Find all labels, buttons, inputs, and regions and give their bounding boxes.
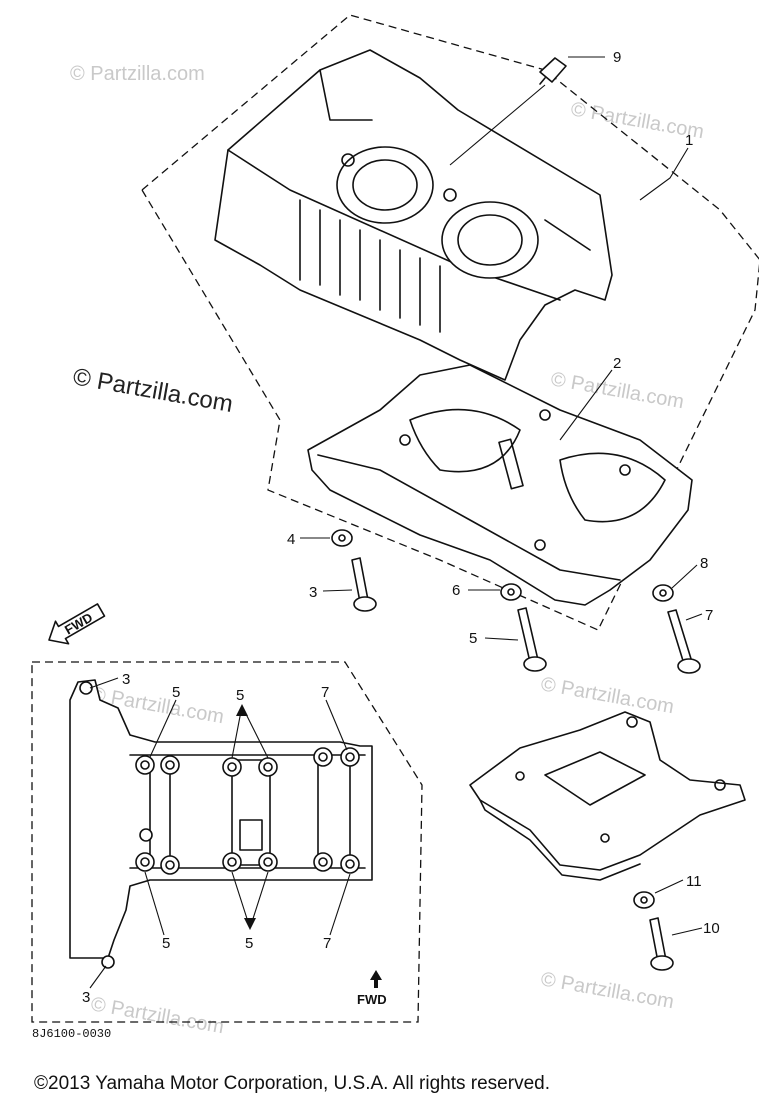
bolt-7: [667, 609, 701, 674]
fwd-arrow-icon: [48, 603, 106, 645]
inset-callout-5-top-left: 5: [172, 684, 180, 701]
callout-2: 2: [613, 355, 621, 372]
inset-callout-5-bot-left: 5: [162, 935, 170, 952]
bolt-10: [649, 917, 674, 971]
fwd-arrow-inset: FWD: [357, 970, 387, 1007]
callout-3: 3: [309, 584, 317, 601]
assembly-dashed-outline: [141, 14, 759, 631]
fwd-up-arrow-icon: [370, 970, 382, 988]
bolt-3: [351, 557, 377, 612]
plug-part-9: [539, 57, 567, 85]
copyright-notice: ©2013 Yamaha Motor Corporation, U.S.A. A…: [34, 1073, 550, 1094]
leader-11: [654, 879, 684, 894]
inset-arrowheads: [236, 704, 256, 930]
watermark-faint: © Partzilla.com: [539, 673, 676, 718]
washer-8: [652, 584, 674, 602]
callout-4: 4: [287, 531, 295, 548]
mounting-plate: [469, 711, 746, 881]
callout-10: 10: [703, 920, 720, 937]
callout-11: 11: [686, 873, 702, 890]
diagram-code: 8J6100-0030: [32, 1027, 111, 1041]
nut-11: [633, 891, 655, 909]
inset-callout-7-bot: 7: [323, 935, 331, 952]
callout-5: 5: [469, 630, 477, 647]
inset-callout-3-top: 3: [122, 671, 130, 688]
callout-7: 7: [705, 607, 713, 624]
inset-callout-5-bot-mid: 5: [245, 935, 253, 952]
upper-crankcase: [214, 49, 613, 381]
watermark-faint: © Partzilla.com: [539, 968, 676, 1013]
inset-crankcase-bottom-view: [69, 679, 373, 969]
inset-callout-3-bot: 3: [82, 989, 90, 1006]
watermark-faint: © Partzilla.com: [549, 368, 686, 413]
fwd-label-inset: FWD: [357, 992, 387, 1007]
watermark-main: © Partzilla.com: [71, 363, 235, 418]
inset-callout-7-top: 7: [321, 684, 329, 701]
washer-6: [500, 583, 522, 601]
callout-9: 9: [613, 49, 621, 66]
inset-callout-5-top-mid: 5: [236, 687, 244, 704]
leader-10: [671, 927, 703, 936]
washer-4: [331, 529, 353, 547]
fwd-arrow-upper: FWD: [48, 603, 106, 645]
watermark-faint: © Partzilla.com: [70, 63, 205, 85]
leader-lines: [300, 56, 703, 641]
bolt-holes: [79, 681, 360, 969]
bolt-5: [517, 607, 547, 672]
callout-1: 1: [685, 132, 693, 149]
inset-dashed-frame: [31, 661, 423, 1023]
callout-8: 8: [700, 555, 708, 572]
lower-crankcase: [307, 364, 693, 606]
callout-6: 6: [452, 582, 460, 599]
